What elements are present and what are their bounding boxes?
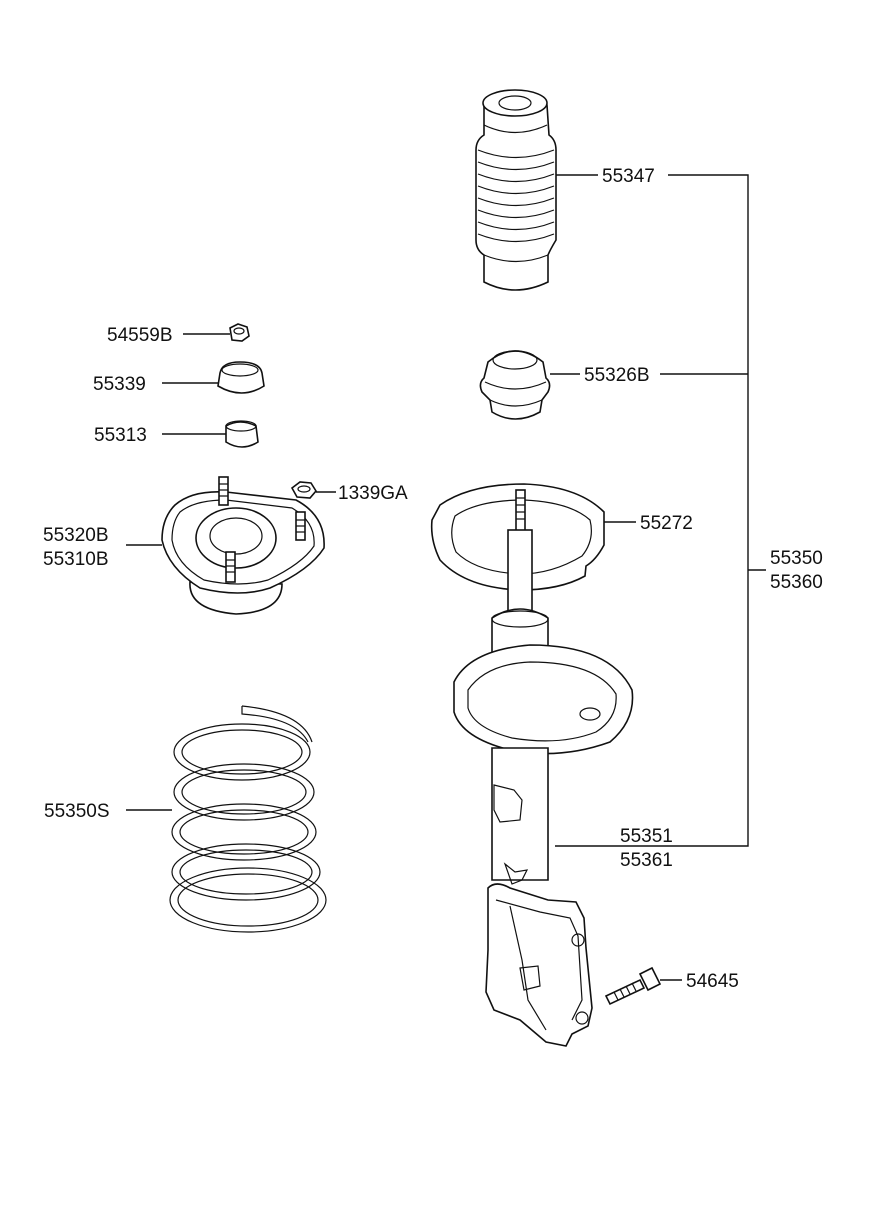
flange-nut-part [290, 481, 317, 499]
label-55310b: 55310B [43, 549, 109, 570]
leader-lines [126, 174, 766, 981]
label-55350s: 55350S [44, 801, 110, 822]
bushing-part [225, 420, 259, 448]
strut-assembly-part [453, 529, 634, 1047]
label-55313: 55313 [94, 425, 147, 446]
label-55347: 55347 [602, 166, 655, 187]
label-1339ga: 1339GA [338, 483, 408, 504]
label-55272: 55272 [640, 513, 693, 534]
bolt-part [604, 966, 662, 1006]
label-55360: 55360 [770, 572, 823, 593]
label-55339: 55339 [93, 374, 146, 395]
label-54645: 54645 [686, 971, 739, 992]
label-55326b: 55326B [584, 365, 650, 386]
dust-boot-part [475, 89, 557, 291]
label-55361: 55361 [620, 850, 673, 871]
label-55320b: 55320B [43, 525, 109, 546]
label-54559b: 54559B [107, 325, 173, 346]
bump-stopper-part [479, 350, 551, 420]
strut-mount-part [161, 476, 325, 615]
label-55351: 55351 [620, 826, 673, 847]
hex-nut-part [229, 323, 250, 342]
coil-spring-part [169, 705, 327, 933]
insulator-part [217, 361, 265, 394]
label-55350: 55350 [770, 548, 823, 569]
